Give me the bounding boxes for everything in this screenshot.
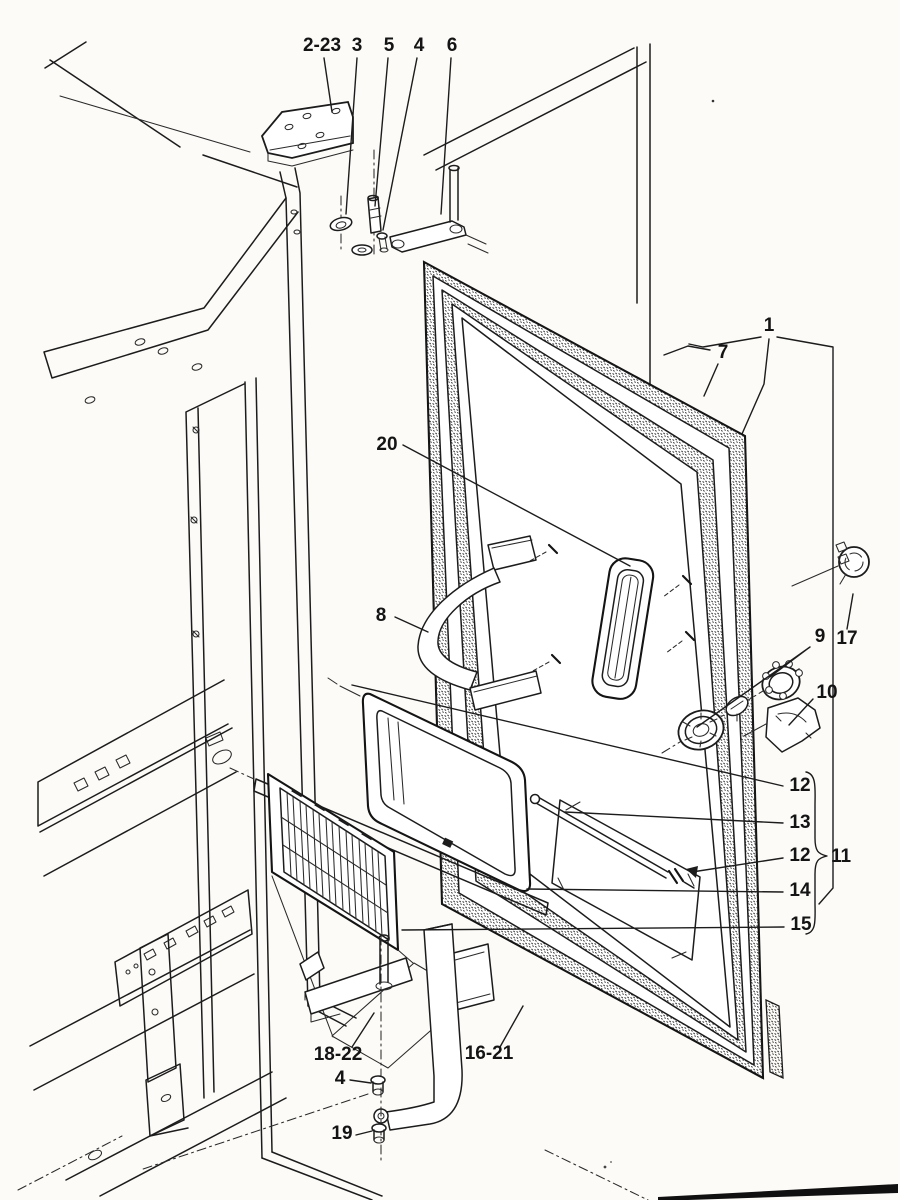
hinge-grommet bbox=[329, 195, 353, 251]
lock-knob-rear bbox=[761, 660, 803, 701]
callout-4-bottom: 4 bbox=[335, 1068, 346, 1089]
handle-screw bbox=[662, 574, 693, 598]
latch-rod bbox=[529, 793, 695, 889]
handle-strap bbox=[417, 535, 562, 711]
callout-12-b: 12 bbox=[789, 845, 810, 866]
leader-lines bbox=[323, 57, 854, 1136]
lock-key bbox=[725, 695, 749, 722]
callout-14: 14 bbox=[789, 880, 811, 901]
cabinet-frame bbox=[17, 41, 651, 1200]
callout-5: 5 bbox=[384, 35, 395, 56]
bottom-hinge bbox=[139, 923, 495, 1171]
callout-20: 20 bbox=[376, 434, 397, 455]
bottom-nut bbox=[371, 1123, 387, 1144]
lock-knob-front bbox=[677, 709, 725, 751]
callout-labels: 2-23 3 5 4 6 1 7 20 8 9 17 10 12 13 12 1… bbox=[303, 35, 858, 1144]
callout-15: 15 bbox=[790, 914, 812, 935]
callout-17: 17 bbox=[836, 628, 857, 649]
gasket-corner-strip bbox=[765, 998, 784, 1080]
callout-9: 9 bbox=[815, 626, 826, 647]
callout-7: 7 bbox=[718, 342, 729, 363]
top-hinge bbox=[260, 100, 489, 256]
retainer-ring bbox=[791, 541, 870, 587]
callout-19: 19 bbox=[331, 1123, 352, 1144]
callout-11: 11 bbox=[831, 846, 852, 867]
callout-10: 10 bbox=[816, 682, 837, 703]
scan-artifact-bar bbox=[658, 1184, 898, 1200]
scan-artifacts bbox=[603, 99, 898, 1200]
vent-grille bbox=[266, 772, 414, 1038]
j-bracket bbox=[373, 923, 463, 1131]
retainer-bar bbox=[229, 767, 549, 916]
callout-6: 6 bbox=[447, 35, 458, 56]
callout-13: 13 bbox=[789, 812, 810, 833]
callout-16-21: 16-21 bbox=[465, 1043, 514, 1064]
lock-assembly bbox=[661, 541, 870, 754]
callout-3: 3 bbox=[352, 35, 363, 56]
hinge-pin bbox=[367, 149, 382, 256]
callout-18-22: 18-22 bbox=[314, 1044, 363, 1065]
bar-nut bbox=[442, 837, 454, 848]
door-window-cutout bbox=[551, 799, 701, 961]
strap-screw bbox=[530, 653, 562, 673]
hinge-bolt bbox=[376, 232, 389, 253]
bottom-hinge-bracket bbox=[299, 934, 413, 1023]
callout-12-a: 12 bbox=[789, 775, 810, 796]
strap-screw bbox=[527, 543, 559, 563]
callout-4-top: 4 bbox=[414, 35, 425, 56]
latch bbox=[743, 697, 821, 753]
callout-2-23: 2-23 bbox=[303, 35, 341, 56]
callout-8: 8 bbox=[376, 605, 387, 626]
hinge-arm bbox=[389, 164, 489, 254]
handle-screw bbox=[665, 630, 696, 654]
callout-1: 1 bbox=[764, 315, 775, 336]
bottom-bolt bbox=[370, 1075, 386, 1096]
door-handle bbox=[591, 557, 696, 700]
